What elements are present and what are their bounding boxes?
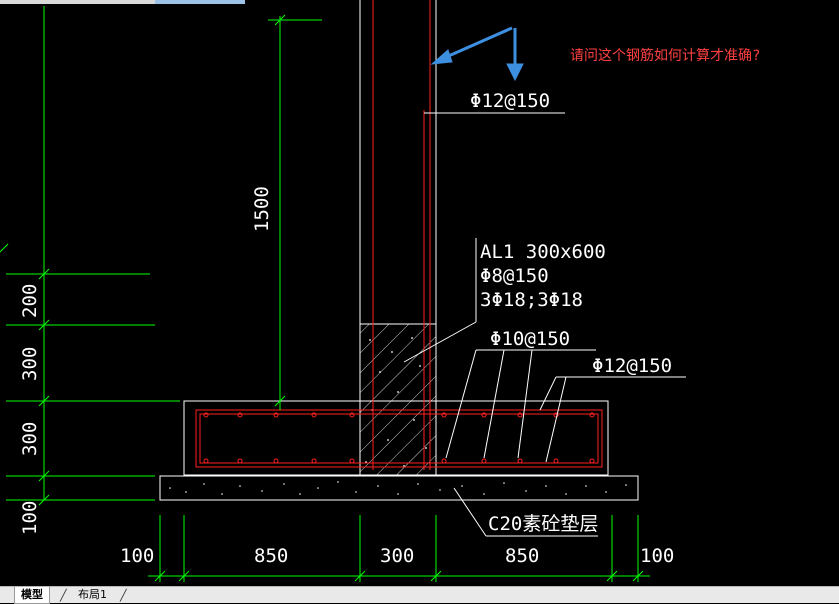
rebar-red <box>195 0 603 470</box>
top-tab-strip <box>0 0 155 4</box>
dim-left-200: 200 <box>19 284 41 318</box>
dim-bottom-300: 300 <box>380 545 414 567</box>
dim-bottom-100-left: 100 <box>120 545 154 567</box>
dim-left-300b: 300 <box>19 422 41 456</box>
dim-bottom-100-right: 100 <box>640 545 674 567</box>
top-strip <box>0 0 839 4</box>
vertical-bar-label: Φ12@150 <box>470 90 550 112</box>
beam-main-bars-label: 3Φ18;3Φ18 <box>480 289 583 311</box>
tab-separator: ╱ <box>60 590 67 602</box>
cad-drawing-canvas[interactable]: 请问这个钢筋如何计算才准确? Φ12@150 AL1 300x600 Φ8@15… <box>0 0 839 586</box>
blue-arrows <box>430 26 524 82</box>
beam-hatch-region <box>359 323 437 476</box>
footing-bottom-bar-label: Φ10@150 <box>490 328 570 350</box>
dim-left-300a: 300 <box>19 347 41 381</box>
layout-tab-bar: 模型 ╱ 布局1 ╱ <box>0 586 839 604</box>
beam-name-label: AL1 300x600 <box>480 241 606 263</box>
beam-stirrup-label: Φ8@150 <box>480 265 549 287</box>
tab-model[interactable]: 模型 <box>14 587 50 604</box>
dim-left-100: 100 <box>19 501 41 535</box>
tab-layout1[interactable]: 布局1 <box>72 587 113 603</box>
cushion-layer <box>159 475 639 501</box>
question-text: 请问这个钢筋如何计算才准确? <box>570 47 760 64</box>
cushion-label: C20素砼垫层 <box>488 513 598 535</box>
footing-outline <box>183 400 609 476</box>
dim-1500: 1500 <box>251 186 273 232</box>
dim-bottom-850-left: 850 <box>254 545 288 567</box>
leader-lines <box>403 112 686 537</box>
tab-separator: ╱ <box>120 590 127 602</box>
footing-side-bar-label: Φ12@150 <box>592 355 672 377</box>
top-tab-accent <box>155 0 245 4</box>
dim-bottom-850-right: 850 <box>505 545 539 567</box>
dimension-lines <box>0 6 650 582</box>
rebar-dots <box>203 412 595 464</box>
